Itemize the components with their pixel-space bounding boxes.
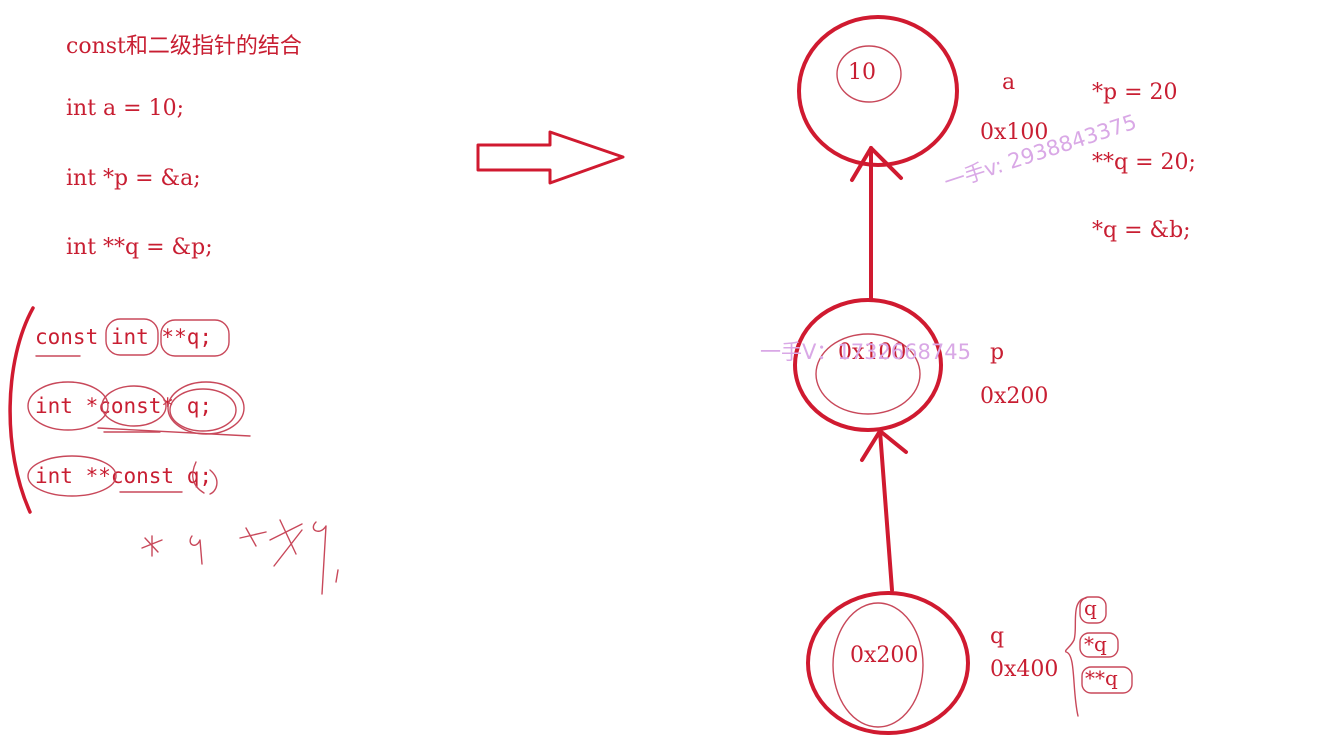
- node-p-circle: [793, 298, 943, 432]
- code-line-int-a: int a = 10;: [66, 96, 184, 121]
- node-p-inner-scribble: [815, 333, 921, 415]
- underline-const-variant2: [97, 427, 251, 437]
- arrowhead-a: [850, 146, 903, 182]
- circle-q-variant2b: [169, 388, 237, 432]
- scribble-star-2: [239, 527, 267, 547]
- scribble-star-3: [269, 519, 303, 567]
- node-p-address: 0x200: [980, 384, 1049, 409]
- circle-ptrq-variant1: [160, 319, 230, 357]
- scribble-star-1: [141, 535, 163, 557]
- circle-int-variant1: [105, 318, 159, 356]
- code-line-int-q: int **q = &p;: [66, 235, 213, 260]
- note-deref-p: *p = 20: [1092, 80, 1178, 105]
- circle-int-variant2: [27, 381, 109, 431]
- node-a-name: a: [1002, 70, 1016, 95]
- q-level-1: q: [1084, 596, 1097, 620]
- node-p-value: 0x100: [838, 340, 907, 365]
- const-variant-2: int *const* q;: [35, 394, 213, 418]
- left-bracket: [8, 306, 35, 514]
- arrow-q-to-p: [878, 429, 894, 592]
- q-level-box-3: [1081, 666, 1133, 694]
- node-p-name: p: [990, 340, 1005, 365]
- const-variant-3: int **const q;: [35, 464, 213, 488]
- code-title: const和二级指针的结合: [66, 34, 302, 59]
- circle-int-variant3: [27, 455, 117, 497]
- circle-const-variant2: [101, 385, 167, 427]
- note-deref-q: *q = &b;: [1092, 218, 1191, 243]
- node-a-inner-scribble: [836, 45, 902, 103]
- q-level-box-2: [1079, 632, 1119, 658]
- node-a-circle: [797, 15, 959, 167]
- bracket-q-variant3: [192, 461, 205, 494]
- note-deref-deref-q: **q = 20;: [1092, 150, 1196, 175]
- q-level-2: *q: [1084, 632, 1107, 656]
- code-line-int-p: int *p = &a;: [66, 166, 201, 191]
- watermark-2: 一手V：1732668745: [760, 340, 971, 364]
- node-q-address: 0x400: [990, 657, 1059, 682]
- node-q-value: 0x200: [850, 643, 919, 668]
- q-level-3: **q: [1085, 666, 1118, 690]
- const-variant-1: const int **q;: [35, 325, 213, 349]
- node-q-name: q: [990, 624, 1005, 649]
- circle-q-variant2: [167, 381, 245, 435]
- scribble-q-variant3: [209, 469, 218, 495]
- node-q-inner-scribble: [832, 602, 924, 728]
- arrowhead-p: [860, 429, 908, 462]
- q-level-box-1: [1079, 596, 1107, 624]
- big-right-arrow: [476, 130, 625, 185]
- node-a-address: 0x100: [980, 120, 1049, 145]
- node-q-circle: [806, 591, 970, 735]
- node-a-value: 10: [848, 60, 876, 85]
- scribble-q-2: [312, 521, 339, 595]
- scribble-q-1: [189, 535, 203, 565]
- q-levels-brace: [1064, 597, 1087, 717]
